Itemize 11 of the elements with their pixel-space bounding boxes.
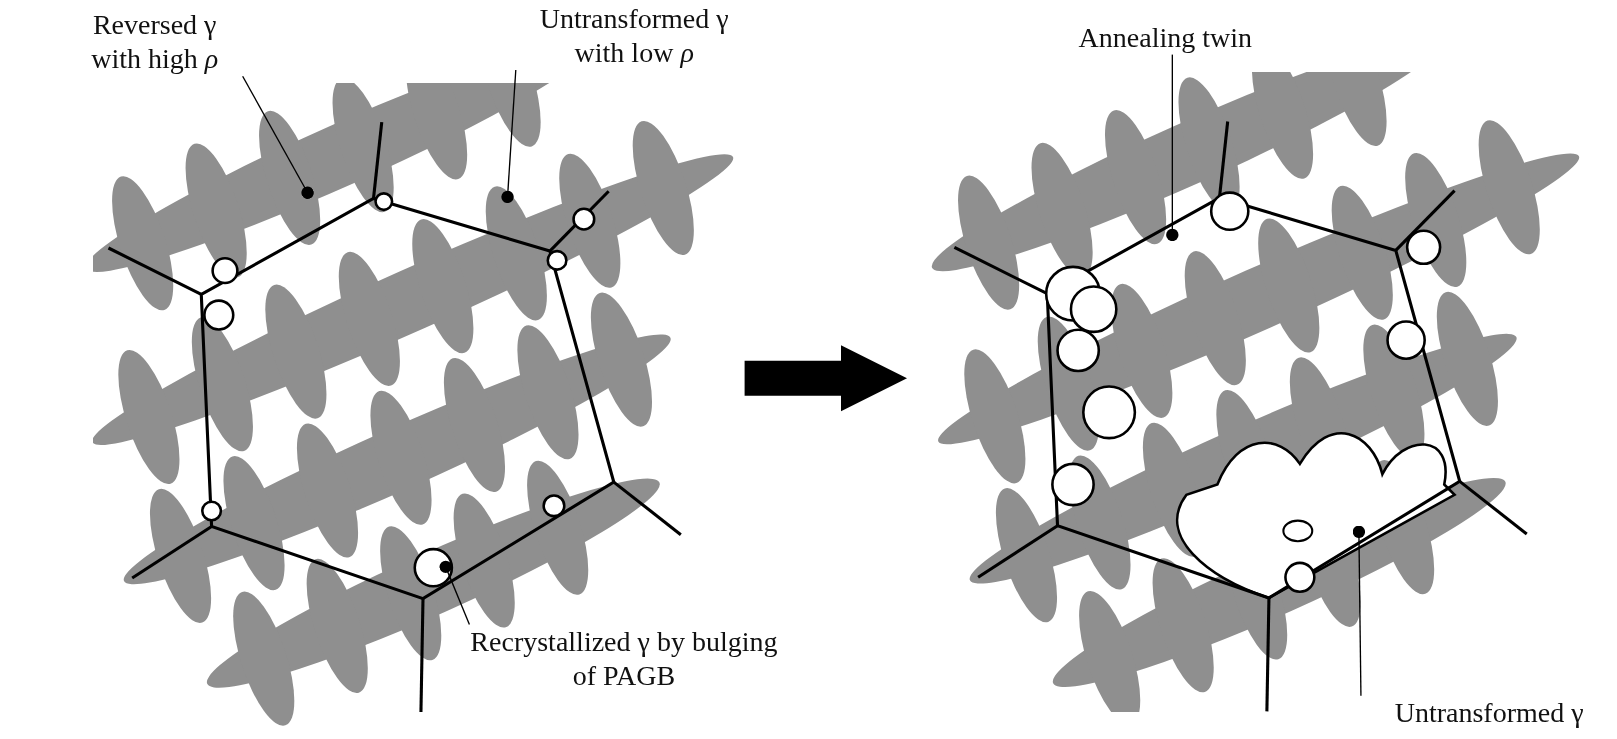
callout-label: Annealing twin bbox=[1062, 20, 1269, 55]
leader-line bbox=[1166, 53, 1179, 242]
callout-label: Recrystallized γ by bulging of PAGB bbox=[469, 624, 779, 693]
callout-label: Untransformed γ with low ρ bbox=[515, 2, 753, 71]
leader-line bbox=[501, 69, 517, 204]
callout-label: Reversed γ with high ρ bbox=[67, 8, 243, 77]
callout-label: Untransformed γ bbox=[1361, 696, 1617, 731]
leader-line bbox=[1352, 525, 1366, 697]
arrow bbox=[744, 344, 908, 412]
leader-line bbox=[242, 75, 314, 199]
leader-line bbox=[439, 560, 471, 626]
